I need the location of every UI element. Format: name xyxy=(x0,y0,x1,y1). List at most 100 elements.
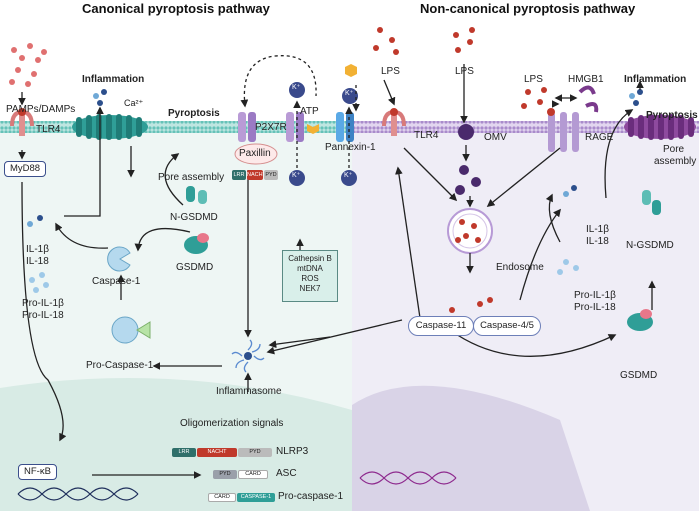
k-ions xyxy=(289,82,358,186)
gsdmd-pore-right xyxy=(624,114,696,140)
pro-il-dots-left xyxy=(29,272,49,293)
inflammation-label-right: Inflammation xyxy=(624,74,687,85)
noncanonical-membrane xyxy=(352,121,699,133)
il-dots-left xyxy=(27,215,43,227)
atp-hexagon xyxy=(345,64,357,77)
tlr4-receptor-left xyxy=(10,108,34,136)
n-gsdmd-shapes-left xyxy=(186,186,207,204)
tlr4-label-left: TLR4 xyxy=(36,124,61,135)
il18-label-right: IL-18 xyxy=(586,236,609,247)
dna-left xyxy=(17,487,139,501)
nlrp3-label: NLRP3 xyxy=(276,446,309,457)
cytokine-dots-left xyxy=(93,89,107,106)
endosome-shape xyxy=(447,208,493,254)
hmgb1-label: HMGB1 xyxy=(568,74,604,85)
asc-label: ASC xyxy=(276,468,297,479)
dna-right xyxy=(359,471,457,485)
k-label-1: K⁺ xyxy=(292,84,301,91)
paxillin-domain-nacht: NACHT xyxy=(247,170,266,180)
nlrp3-domain-pyd: PYD xyxy=(238,448,272,457)
paxillin-domain-lrr: LRR xyxy=(232,170,246,180)
caspase-lps-dots xyxy=(449,297,493,313)
pro-caspase-1-label: Pro-Caspase-1 xyxy=(86,360,154,371)
tlr4-receptor-right xyxy=(382,108,406,136)
il18-label-left: IL-18 xyxy=(26,256,49,267)
pamps-label: PAMPs/DAMPs xyxy=(6,104,76,115)
stimulus-mtdna: mtDNA xyxy=(297,264,323,273)
gsdmd-label-left: GSDMD xyxy=(176,262,214,273)
noncanonical-nucleus xyxy=(352,385,590,511)
atp-label: ATP xyxy=(300,106,319,117)
pyroptosis-label-right: Pyroptosis xyxy=(646,110,698,121)
canonical-title: Canonical pyroptosis pathway xyxy=(82,1,270,16)
stimulus-nek7: NEK7 xyxy=(299,284,321,293)
ca-label: Ca²⁺ xyxy=(124,98,144,108)
pro-il1b-label-left: Pro-IL-1β xyxy=(22,298,64,309)
procasp-domain-caspase1: CASPASE-1 xyxy=(237,493,275,502)
rage-receptor xyxy=(547,108,579,152)
asc-domain-card: CARD xyxy=(238,470,268,479)
paxillin-domain-pyd: PYD xyxy=(264,170,278,180)
pro-caspase-1-gene-label: Pro-caspase-1 xyxy=(278,491,344,502)
pro-il18-label-left: Pro-IL-18 xyxy=(22,310,64,321)
noncanonical-title: Non-canonical pyroptosis pathway xyxy=(420,1,636,16)
pore-label-right: Pore xyxy=(663,144,685,155)
pro-il1b-label-right: Pro-IL-1β xyxy=(574,290,616,301)
caspase-11-pill: Caspase-11 xyxy=(408,316,474,336)
lps-dots-3 xyxy=(521,87,547,109)
omv-circle xyxy=(458,124,474,140)
nfkb-box: NF-κB xyxy=(18,464,57,480)
endosome-label: Endosome xyxy=(496,262,544,273)
inflammasome-shape xyxy=(231,339,265,373)
caspase-45-pill: Caspase-4/5 xyxy=(473,316,541,336)
p2x7r-channel xyxy=(238,112,256,142)
pannexin-label: Pannexin-1 xyxy=(325,142,376,153)
myd88-box: MyD88 xyxy=(4,161,47,177)
paxillin-shape xyxy=(234,143,278,165)
n-gsdmd-label-left: N-GSDMD xyxy=(170,212,218,223)
p2x7r-label: P2X7R xyxy=(255,122,287,133)
atp-channel xyxy=(286,112,319,142)
nlrp3-domain-nacht: NACHT xyxy=(197,448,237,457)
inflammasome-label: Inflammasome xyxy=(216,386,282,397)
rage-label: RAGE xyxy=(585,132,614,143)
hmgb1-shapes xyxy=(578,85,599,113)
pamps-dots xyxy=(9,43,47,87)
procasp-domain-card: CARD xyxy=(208,493,236,502)
stimuli-box: Cathepsin B mtDNA ROS NEK7 xyxy=(282,250,338,302)
lps-complex-dots xyxy=(455,165,481,195)
inflammation-label-left: Inflammation xyxy=(82,74,145,85)
omv-label: OMV xyxy=(484,132,507,143)
asc-domain-pyd: PYD xyxy=(213,470,237,479)
k-label-4: K⁺ xyxy=(344,172,353,179)
caspase-1-shape xyxy=(107,246,131,272)
n-gsdmd-shapes-right xyxy=(642,190,661,215)
pro-il18-label-right: Pro-IL-18 xyxy=(574,302,616,313)
caspase-1-label: Caspase-1 xyxy=(92,276,141,287)
pyroptosis-label-left: Pyroptosis xyxy=(168,108,220,119)
n-gsdmd-label-right: N-GSDMD xyxy=(626,240,674,251)
lps-label-3: LPS xyxy=(524,74,543,85)
stimulus-cathepsin: Cathepsin B xyxy=(288,254,332,263)
lps-dots-2 xyxy=(453,27,475,53)
lps-dots-1 xyxy=(373,27,399,55)
pro-caspase-1-shape xyxy=(111,316,151,344)
il1b-label-right: IL-1β xyxy=(586,224,609,235)
tlr4-label-right: TLR4 xyxy=(414,130,439,141)
stimulus-ros: ROS xyxy=(301,274,319,283)
nlrp3-domain-lrr: LRR xyxy=(172,448,196,457)
il-dots-right xyxy=(563,185,577,197)
oligomerization-label: Oligomerization signals xyxy=(180,418,284,429)
gsdmd-label-right: GSDMD xyxy=(620,370,658,381)
pannexin-channel xyxy=(336,112,354,142)
gsdmd-shape-left xyxy=(184,233,209,254)
paxillin-label: Paxillin xyxy=(239,148,271,159)
cytokine-dots-right xyxy=(629,89,643,106)
pro-il-dots-right xyxy=(557,259,579,275)
lps-label-1: LPS xyxy=(381,66,400,77)
assembly-label-right: assembly xyxy=(654,156,697,167)
k-label-3: K⁺ xyxy=(345,90,354,97)
k-label-2: K⁺ xyxy=(292,172,301,179)
gsdmd-shape-right xyxy=(627,309,653,331)
